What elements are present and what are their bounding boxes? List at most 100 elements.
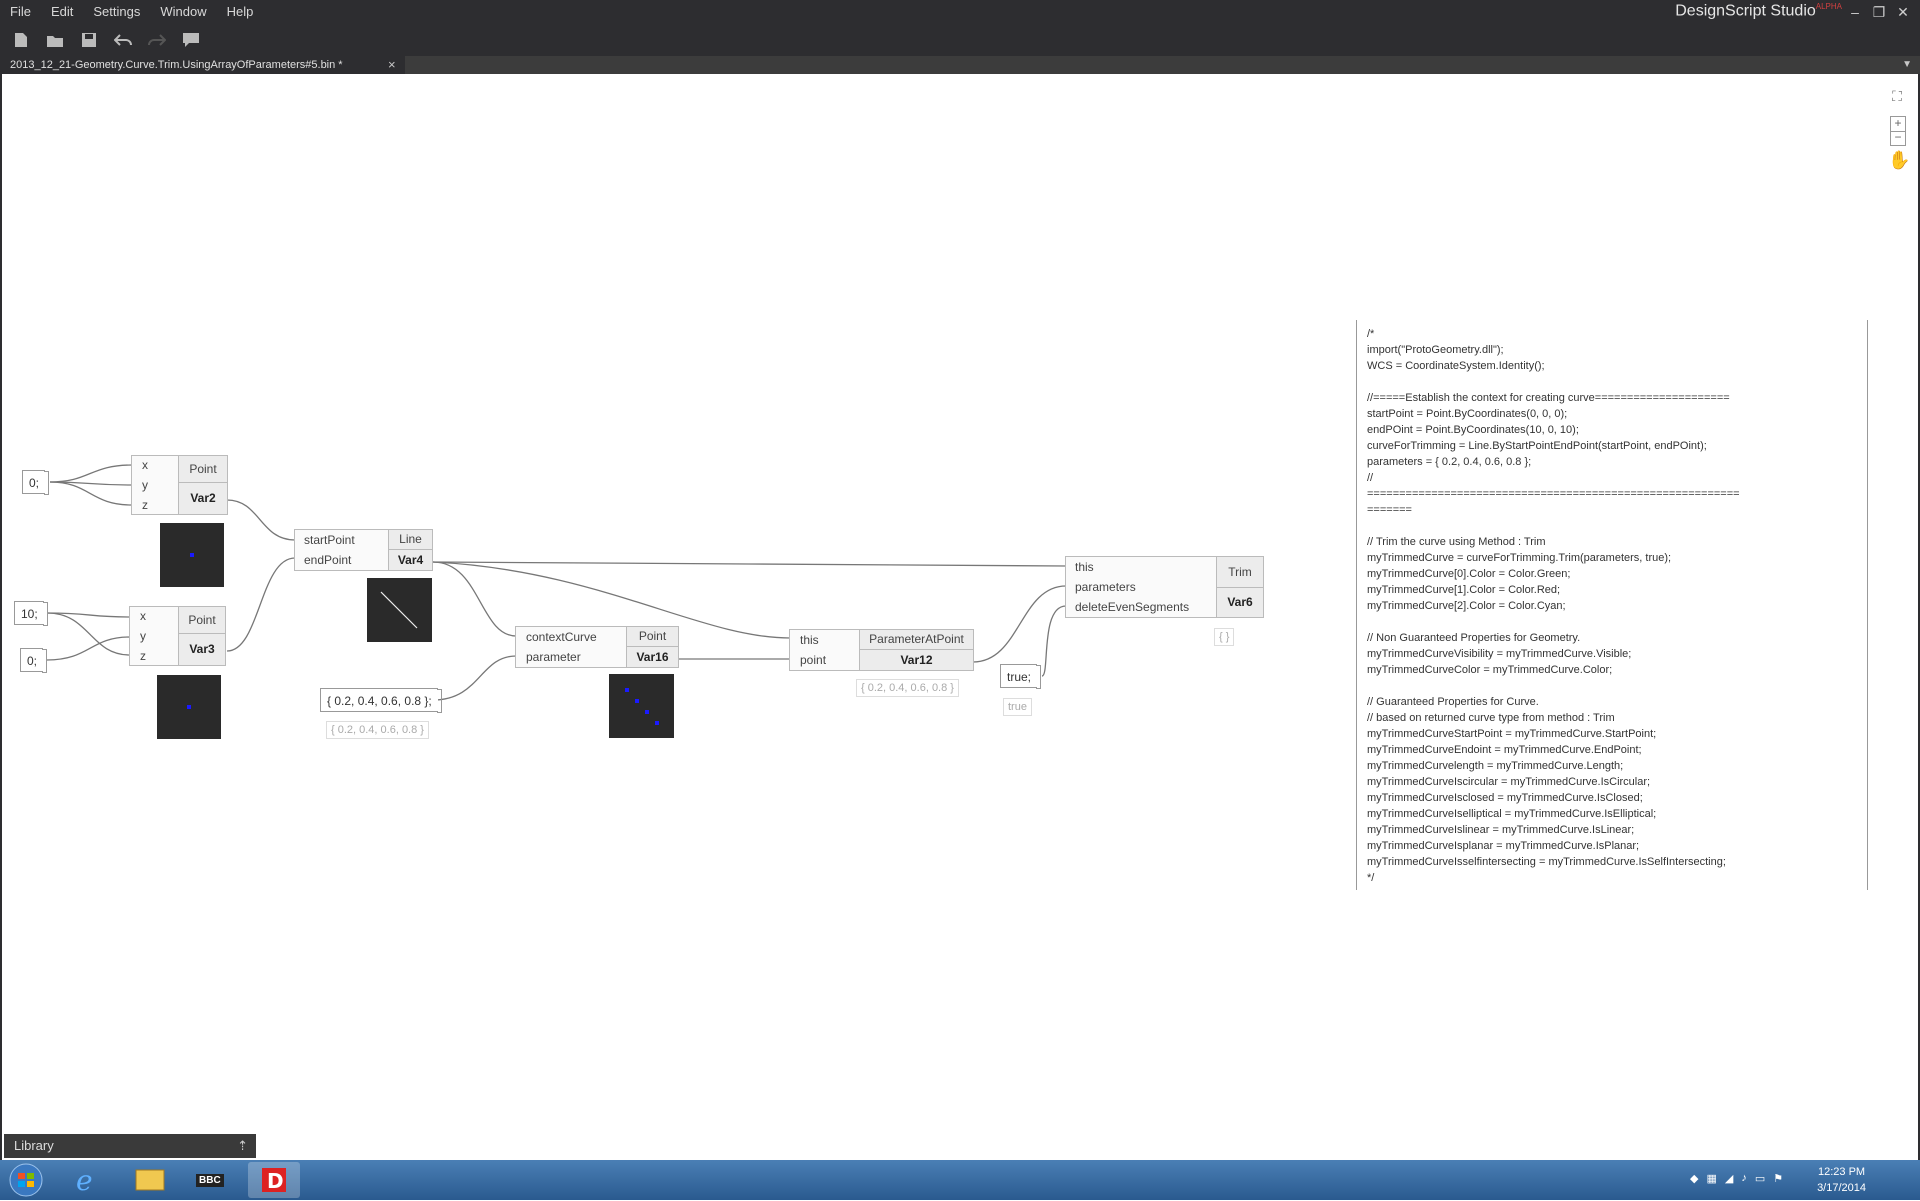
node-type-label: Trim bbox=[1217, 557, 1263, 588]
new-file-icon bbox=[15, 33, 27, 47]
code-block-text: true; bbox=[1007, 670, 1032, 684]
redo-button[interactable] bbox=[144, 28, 170, 52]
tab-dropdown-icon[interactable]: ▼ bbox=[1902, 59, 1912, 70]
flag-icon[interactable]: ⚑ bbox=[1773, 1173, 1784, 1185]
zoom-in-button[interactable]: + bbox=[1891, 117, 1905, 132]
code-block-text: 0; bbox=[29, 476, 40, 490]
node-type-label: Point bbox=[627, 627, 678, 647]
code-block-comment[interactable]: /* import("ProtoGeometry.dll"); WCS = Co… bbox=[1356, 320, 1868, 890]
menu-settings[interactable]: Settings bbox=[93, 4, 141, 19]
zoom-out-button[interactable]: − bbox=[1894, 130, 1902, 144]
point-node-var3[interactable]: x y z Point Var3 bbox=[129, 606, 226, 666]
clock[interactable]: 12:23 PM 3/17/2014 bbox=[1817, 1164, 1866, 1196]
wire bbox=[226, 499, 296, 541]
code-block-zero-2[interactable]: 0; bbox=[20, 648, 48, 673]
input-port-x[interactable]: x bbox=[140, 609, 146, 623]
wire bbox=[226, 557, 296, 652]
comment-button[interactable] bbox=[178, 28, 204, 52]
input-port-endpoint[interactable]: endPoint bbox=[304, 553, 352, 567]
input-port-z[interactable]: z bbox=[140, 649, 146, 663]
windows-logo-icon bbox=[9, 1163, 43, 1197]
input-port-x[interactable]: x bbox=[142, 458, 148, 472]
open-file-button[interactable] bbox=[42, 28, 68, 52]
wire bbox=[432, 655, 517, 701]
node-header: Point Var2 bbox=[178, 456, 227, 514]
input-port-this[interactable]: this bbox=[800, 633, 819, 647]
preview-point bbox=[645, 710, 649, 714]
system-tray: ◆ ▦ ◢ ♪ ▭ ⚑ bbox=[1690, 1172, 1810, 1188]
title-bar bbox=[0, 0, 1920, 56]
graph-canvas[interactable] bbox=[0, 74, 1920, 1160]
trim-node-var6[interactable]: this parameters deleteEvenSegments Trim … bbox=[1065, 556, 1264, 618]
node-var-label: Var3 bbox=[189, 642, 215, 656]
menu-edit[interactable]: Edit bbox=[50, 4, 74, 19]
input-port-y[interactable]: y bbox=[140, 629, 146, 643]
wire bbox=[1041, 605, 1067, 677]
start-button[interactable] bbox=[4, 1162, 48, 1198]
app-title-text: DesignScript Studio bbox=[1675, 2, 1816, 20]
wire bbox=[46, 612, 131, 618]
code-block-true[interactable]: true; bbox=[1000, 664, 1042, 689]
code-block-ten[interactable]: 10; bbox=[14, 601, 48, 626]
undo-button[interactable] bbox=[110, 28, 136, 52]
code-block-parameters[interactable]: { 0.2, 0.4, 0.6, 0.8 }; bbox=[320, 688, 442, 713]
parameteratpoint-node-var12[interactable]: this point ParameterAtPoint Var12 bbox=[789, 629, 974, 671]
input-port-z[interactable]: z bbox=[142, 498, 148, 512]
undo-icon bbox=[114, 34, 132, 46]
point-node-var16[interactable]: contextCurve parameter Point Var16 bbox=[515, 626, 679, 668]
pan-hand-icon[interactable]: ✋ bbox=[1888, 150, 1911, 170]
restore-button[interactable]: ❐ bbox=[1872, 4, 1886, 20]
code-block-zero-1[interactable]: 0; bbox=[22, 470, 50, 495]
volume-icon[interactable]: ♪ bbox=[1741, 1172, 1747, 1184]
input-port-contextcurve[interactable]: contextCurve bbox=[526, 630, 597, 644]
taskbar-internet-explorer[interactable]: e bbox=[62, 1162, 114, 1198]
input-port-parameter[interactable]: parameter bbox=[526, 650, 581, 664]
node-header: Point Var16 bbox=[626, 627, 678, 667]
taskbar-file-explorer[interactable] bbox=[124, 1162, 176, 1198]
menu-file[interactable]: File bbox=[10, 4, 31, 19]
document-tab[interactable]: 2013_12_21-Geometry.Curve.Trim.UsingArra… bbox=[0, 56, 405, 74]
point-node-var2[interactable]: x y z Point Var2 bbox=[131, 455, 228, 515]
svg-text:D: D bbox=[267, 1169, 284, 1193]
minimize-button[interactable]: – bbox=[1851, 4, 1859, 20]
redo-icon bbox=[148, 34, 166, 46]
node-type-label: ParameterAtPoint bbox=[860, 630, 973, 650]
folder-icon bbox=[135, 1169, 165, 1191]
dropbox-icon[interactable]: ◆ bbox=[1690, 1173, 1699, 1185]
geometry-preview[interactable] bbox=[609, 674, 674, 738]
wire bbox=[46, 636, 131, 661]
node-var-label: Var4 bbox=[397, 553, 424, 567]
wire bbox=[432, 561, 791, 639]
taskbar-designscript[interactable]: D bbox=[248, 1162, 300, 1198]
input-port-this[interactable]: this bbox=[1075, 560, 1094, 574]
node-type-label: Point bbox=[179, 456, 227, 483]
input-port-deleteevensegments[interactable]: deleteEvenSegments bbox=[1075, 600, 1190, 614]
network-icon[interactable]: ◢ bbox=[1724, 1173, 1734, 1185]
geometry-preview[interactable] bbox=[160, 523, 224, 587]
preview-point bbox=[635, 699, 639, 703]
menu-window[interactable]: Window bbox=[160, 4, 207, 19]
line-node-var4[interactable]: startPoint endPoint Line Var4 bbox=[294, 529, 433, 571]
menu-help[interactable]: Help bbox=[226, 4, 254, 19]
wire bbox=[49, 481, 133, 506]
tab-close-icon[interactable]: × bbox=[388, 57, 396, 72]
new-file-button[interactable] bbox=[8, 28, 34, 52]
input-port-point[interactable]: point bbox=[800, 653, 827, 667]
watch-value: { } bbox=[1214, 628, 1235, 646]
preview-point bbox=[190, 553, 194, 557]
input-port-parameters[interactable]: parameters bbox=[1075, 580, 1136, 594]
geometry-preview[interactable] bbox=[367, 578, 432, 642]
geometry-preview[interactable] bbox=[157, 675, 221, 739]
save-button[interactable] bbox=[76, 28, 102, 52]
keyboard-icon[interactable]: ▦ bbox=[1706, 1173, 1717, 1185]
pin-icon[interactable]: ⇡ bbox=[237, 1138, 248, 1153]
library-panel[interactable]: Library ⇡ bbox=[4, 1134, 256, 1158]
fit-view-icon[interactable]: ⛶ bbox=[1892, 88, 1902, 104]
input-port-startpoint[interactable]: startPoint bbox=[304, 533, 355, 547]
close-window-button[interactable]: ✕ bbox=[1897, 4, 1909, 20]
display-icon[interactable]: ▭ bbox=[1754, 1173, 1766, 1185]
svg-text:e: e bbox=[76, 1164, 93, 1197]
taskbar-bbc[interactable]: BBC bbox=[186, 1162, 238, 1198]
save-icon bbox=[82, 33, 96, 47]
input-port-y[interactable]: y bbox=[142, 478, 148, 492]
